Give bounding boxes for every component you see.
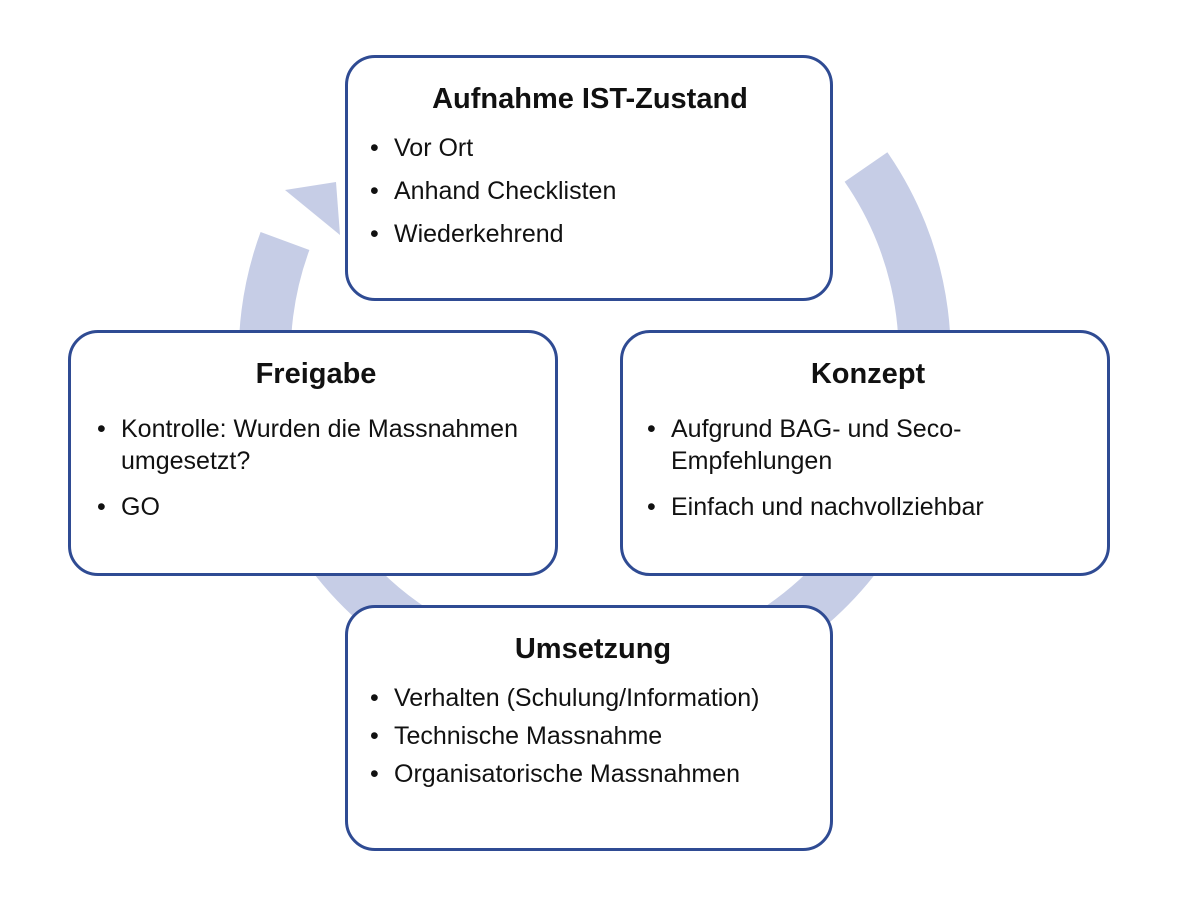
- bullet-item: Anhand Checklisten: [370, 175, 810, 207]
- bullet-item: Verhalten (Schulung/Information): [370, 682, 816, 714]
- bullet-item: Organisatorische Massnahmen: [370, 758, 816, 790]
- step-title-aufnahme: Aufnahme IST-Zustand: [432, 83, 748, 115]
- step-bullets-konzept: Aufgrund BAG- und Seco-Empfehlungen Einf…: [647, 413, 1089, 523]
- bullet-item: Kontrolle: Wurden die Massnahmen umgeset…: [97, 413, 535, 477]
- bullet-item: GO: [97, 491, 535, 523]
- bullet-item: Vor Ort: [370, 132, 810, 164]
- step-title-konzept: Konzept: [810, 358, 926, 390]
- step-box-konzept: Konzept Aufgrund BAG- und Seco-Empfehlun…: [620, 330, 1110, 576]
- step-box-umsetzung: Umsetzung Verhalten (Schulung/Informatio…: [345, 605, 833, 851]
- step-box-freigabe: Freigabe Kontrolle: Wurden die Massnahme…: [68, 330, 558, 576]
- step-box-aufnahme: Aufnahme IST-Zustand Vor Ort Anhand Chec…: [345, 55, 833, 301]
- bullet-item: Aufgrund BAG- und Seco-Empfehlungen: [647, 413, 1089, 477]
- step-bullets-aufnahme: Vor Ort Anhand Checklisten Wiederkehrend: [370, 132, 810, 250]
- step-title-umsetzung: Umsetzung: [514, 633, 672, 665]
- step-bullets-umsetzung: Verhalten (Schulung/Information) Technis…: [370, 682, 816, 790]
- bullet-item: Wiederkehrend: [370, 218, 810, 250]
- cycle-arrow-head-icon: [285, 182, 340, 235]
- bullet-item: Technische Massnahme: [370, 720, 816, 752]
- step-bullets-freigabe: Kontrolle: Wurden die Massnahmen umgeset…: [97, 413, 535, 523]
- bullet-item: Einfach und nachvollziehbar: [647, 491, 1089, 523]
- step-title-freigabe: Freigabe: [255, 358, 377, 390]
